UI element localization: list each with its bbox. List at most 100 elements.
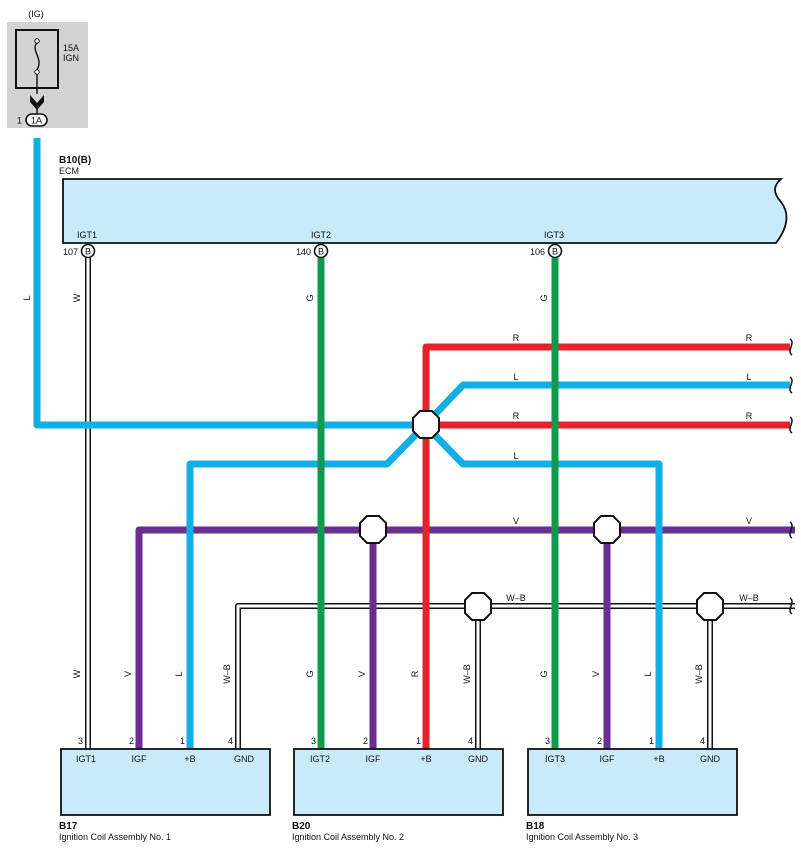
wire-label-w-upper: W bbox=[72, 293, 82, 302]
wire-color-labels: L W G G W V L W–B G V R W–B G V L W–B R … bbox=[22, 293, 759, 684]
fuse-header: (IG) bbox=[28, 9, 44, 19]
fuse-icon bbox=[34, 38, 40, 94]
fuse-rating: 15A bbox=[63, 43, 79, 53]
coil3-terminal-b: +B bbox=[653, 754, 664, 764]
coil2-pin-1: 1 bbox=[416, 736, 421, 746]
svg-text:B: B bbox=[552, 247, 558, 257]
wire-label-g-igt3: G bbox=[539, 294, 549, 301]
wire-label-l-coil3: L bbox=[643, 671, 653, 676]
svg-text:1A: 1A bbox=[31, 116, 42, 126]
wire-label-v-coil1: V bbox=[123, 671, 133, 677]
wire-label-wb-coil3: W–B bbox=[694, 664, 704, 684]
coil1-terminal-b: +B bbox=[184, 754, 195, 764]
ecm-connector-igt1 bbox=[80, 243, 96, 259]
wire-label-wb-coil1: W–B bbox=[222, 664, 232, 684]
coil3-pin-4: 4 bbox=[700, 736, 705, 746]
ecm-code: B10(B) bbox=[59, 155, 91, 166]
wire-label-v-coil2: V bbox=[357, 671, 367, 677]
coil-box-1 bbox=[60, 748, 271, 816]
coil3-pin-2: 2 bbox=[597, 736, 602, 746]
ecm-name: ECM bbox=[59, 166, 79, 176]
wire-label-r-top-mid: R bbox=[513, 333, 520, 343]
coil3-name: Ignition Coil Assembly No. 3 bbox=[526, 832, 638, 842]
wire-label-r-mid-right: R bbox=[746, 411, 753, 421]
ecm-connector-igt2 bbox=[313, 243, 329, 259]
wire-label-wb-coil2: W–B bbox=[462, 664, 472, 684]
ecm-pin-140: 140 bbox=[296, 247, 311, 257]
wire-r bbox=[422, 343, 790, 749]
coil3-code: B18 bbox=[526, 821, 545, 832]
wire-g bbox=[317, 258, 559, 749]
wire-label-r-mid: R bbox=[513, 411, 520, 421]
coil1-pin-2: 2 bbox=[129, 736, 134, 746]
coil-assembly-3: 3 2 1 4 IGT3 IGF +B GND B18 Ignition Coi… bbox=[526, 736, 738, 842]
splice-v-2 bbox=[593, 515, 621, 544]
coil3-pin-3: 3 bbox=[545, 736, 550, 746]
coil2-terminal-igt2: IGT2 bbox=[310, 754, 330, 764]
fuse-background bbox=[7, 22, 88, 128]
wire-label-r-coil2: R bbox=[410, 670, 420, 677]
coil3-terminal-igt3: IGT3 bbox=[545, 754, 565, 764]
wire-label-l-left: L bbox=[22, 295, 32, 300]
splice-v-1 bbox=[359, 515, 387, 544]
svg-text:B: B bbox=[318, 247, 324, 257]
coil1-terminal-igf: IGF bbox=[132, 754, 148, 764]
wires bbox=[33, 138, 795, 749]
ecm-unit: B10(B) ECM IGT1 107 B IGT2 140 B IGT3 10… bbox=[59, 155, 788, 259]
wire-label-v-coil3: V bbox=[591, 671, 601, 677]
coil1-name: Ignition Coil Assembly No. 1 bbox=[59, 832, 171, 842]
wire-label-wb-mid: W–B bbox=[506, 593, 526, 603]
wire-label-g-coil3: G bbox=[539, 670, 549, 677]
ecm-pin-106: 106 bbox=[530, 247, 545, 257]
fuse-arrow-icon bbox=[30, 95, 44, 110]
wire-label-g-igt2: G bbox=[305, 294, 315, 301]
wire-label-v-mid: V bbox=[513, 516, 519, 526]
coil2-terminal-b: +B bbox=[420, 754, 431, 764]
fuse-connector: 1A 1 bbox=[17, 113, 48, 127]
wire-label-g-coil2: G bbox=[305, 670, 315, 677]
wire-label-wb-right: W–B bbox=[739, 593, 759, 603]
ecm-terminal-igt1: IGT1 bbox=[77, 230, 97, 240]
ecm-connector-igt3 bbox=[547, 243, 563, 259]
wire-label-l-coil1: L bbox=[174, 671, 184, 676]
coil2-pin-4: 4 bbox=[468, 736, 473, 746]
coil2-code: B20 bbox=[292, 821, 311, 832]
splice-wb-1 bbox=[464, 592, 492, 621]
coil3-terminal-gnd: GND bbox=[700, 754, 721, 764]
coil-assembly-1: 3 2 1 4 IGT1 IGF +B GND B17 Ignition Coi… bbox=[59, 736, 271, 842]
ecm-pin-107: 107 bbox=[63, 247, 78, 257]
ecm-terminal-igt3: IGT3 bbox=[544, 230, 564, 240]
wire-label-l-top-mid: L bbox=[513, 372, 518, 382]
coil-box-3 bbox=[527, 748, 738, 816]
ecm-terminal-igt2: IGT2 bbox=[311, 230, 331, 240]
coil-assembly-2: 3 2 1 4 IGT2 IGF +B GND B20 Ignition Coi… bbox=[292, 736, 504, 842]
coil1-pin-3: 3 bbox=[78, 736, 83, 746]
wire-label-w-lower: W bbox=[72, 669, 82, 678]
wire-label-l-top-right: L bbox=[746, 372, 751, 382]
coil1-terminal-igt1: IGT1 bbox=[76, 754, 96, 764]
fuse-pin-number: 1 bbox=[17, 116, 22, 126]
splices bbox=[359, 410, 724, 621]
coil1-pin-4: 4 bbox=[228, 736, 233, 746]
coil2-name: Ignition Coil Assembly No. 2 bbox=[292, 832, 404, 842]
wire-label-v-right: V bbox=[746, 516, 752, 526]
coil1-terminal-gnd: GND bbox=[234, 754, 255, 764]
coil2-terminal-gnd: GND bbox=[468, 754, 489, 764]
splice-main bbox=[412, 410, 440, 439]
coil2-pin-2: 2 bbox=[363, 736, 368, 746]
wire-label-r-top-right: R bbox=[746, 333, 753, 343]
coil2-terminal-igf: IGF bbox=[366, 754, 382, 764]
coil-box-2 bbox=[293, 748, 504, 816]
wire-label-l-mid: L bbox=[513, 451, 518, 461]
wire-v bbox=[135, 526, 795, 749]
coil3-pin-1: 1 bbox=[649, 736, 654, 746]
coil1-code: B17 bbox=[59, 821, 78, 832]
fuse-block: (IG) 15A IGN bbox=[7, 9, 88, 128]
coil2-pin-3: 3 bbox=[311, 736, 316, 746]
coil3-terminal-igf: IGF bbox=[600, 754, 616, 764]
svg-text:B: B bbox=[85, 247, 91, 257]
fuse-name: IGN bbox=[63, 53, 79, 63]
ecm-box bbox=[62, 178, 788, 244]
coil1-pin-1: 1 bbox=[180, 736, 185, 746]
